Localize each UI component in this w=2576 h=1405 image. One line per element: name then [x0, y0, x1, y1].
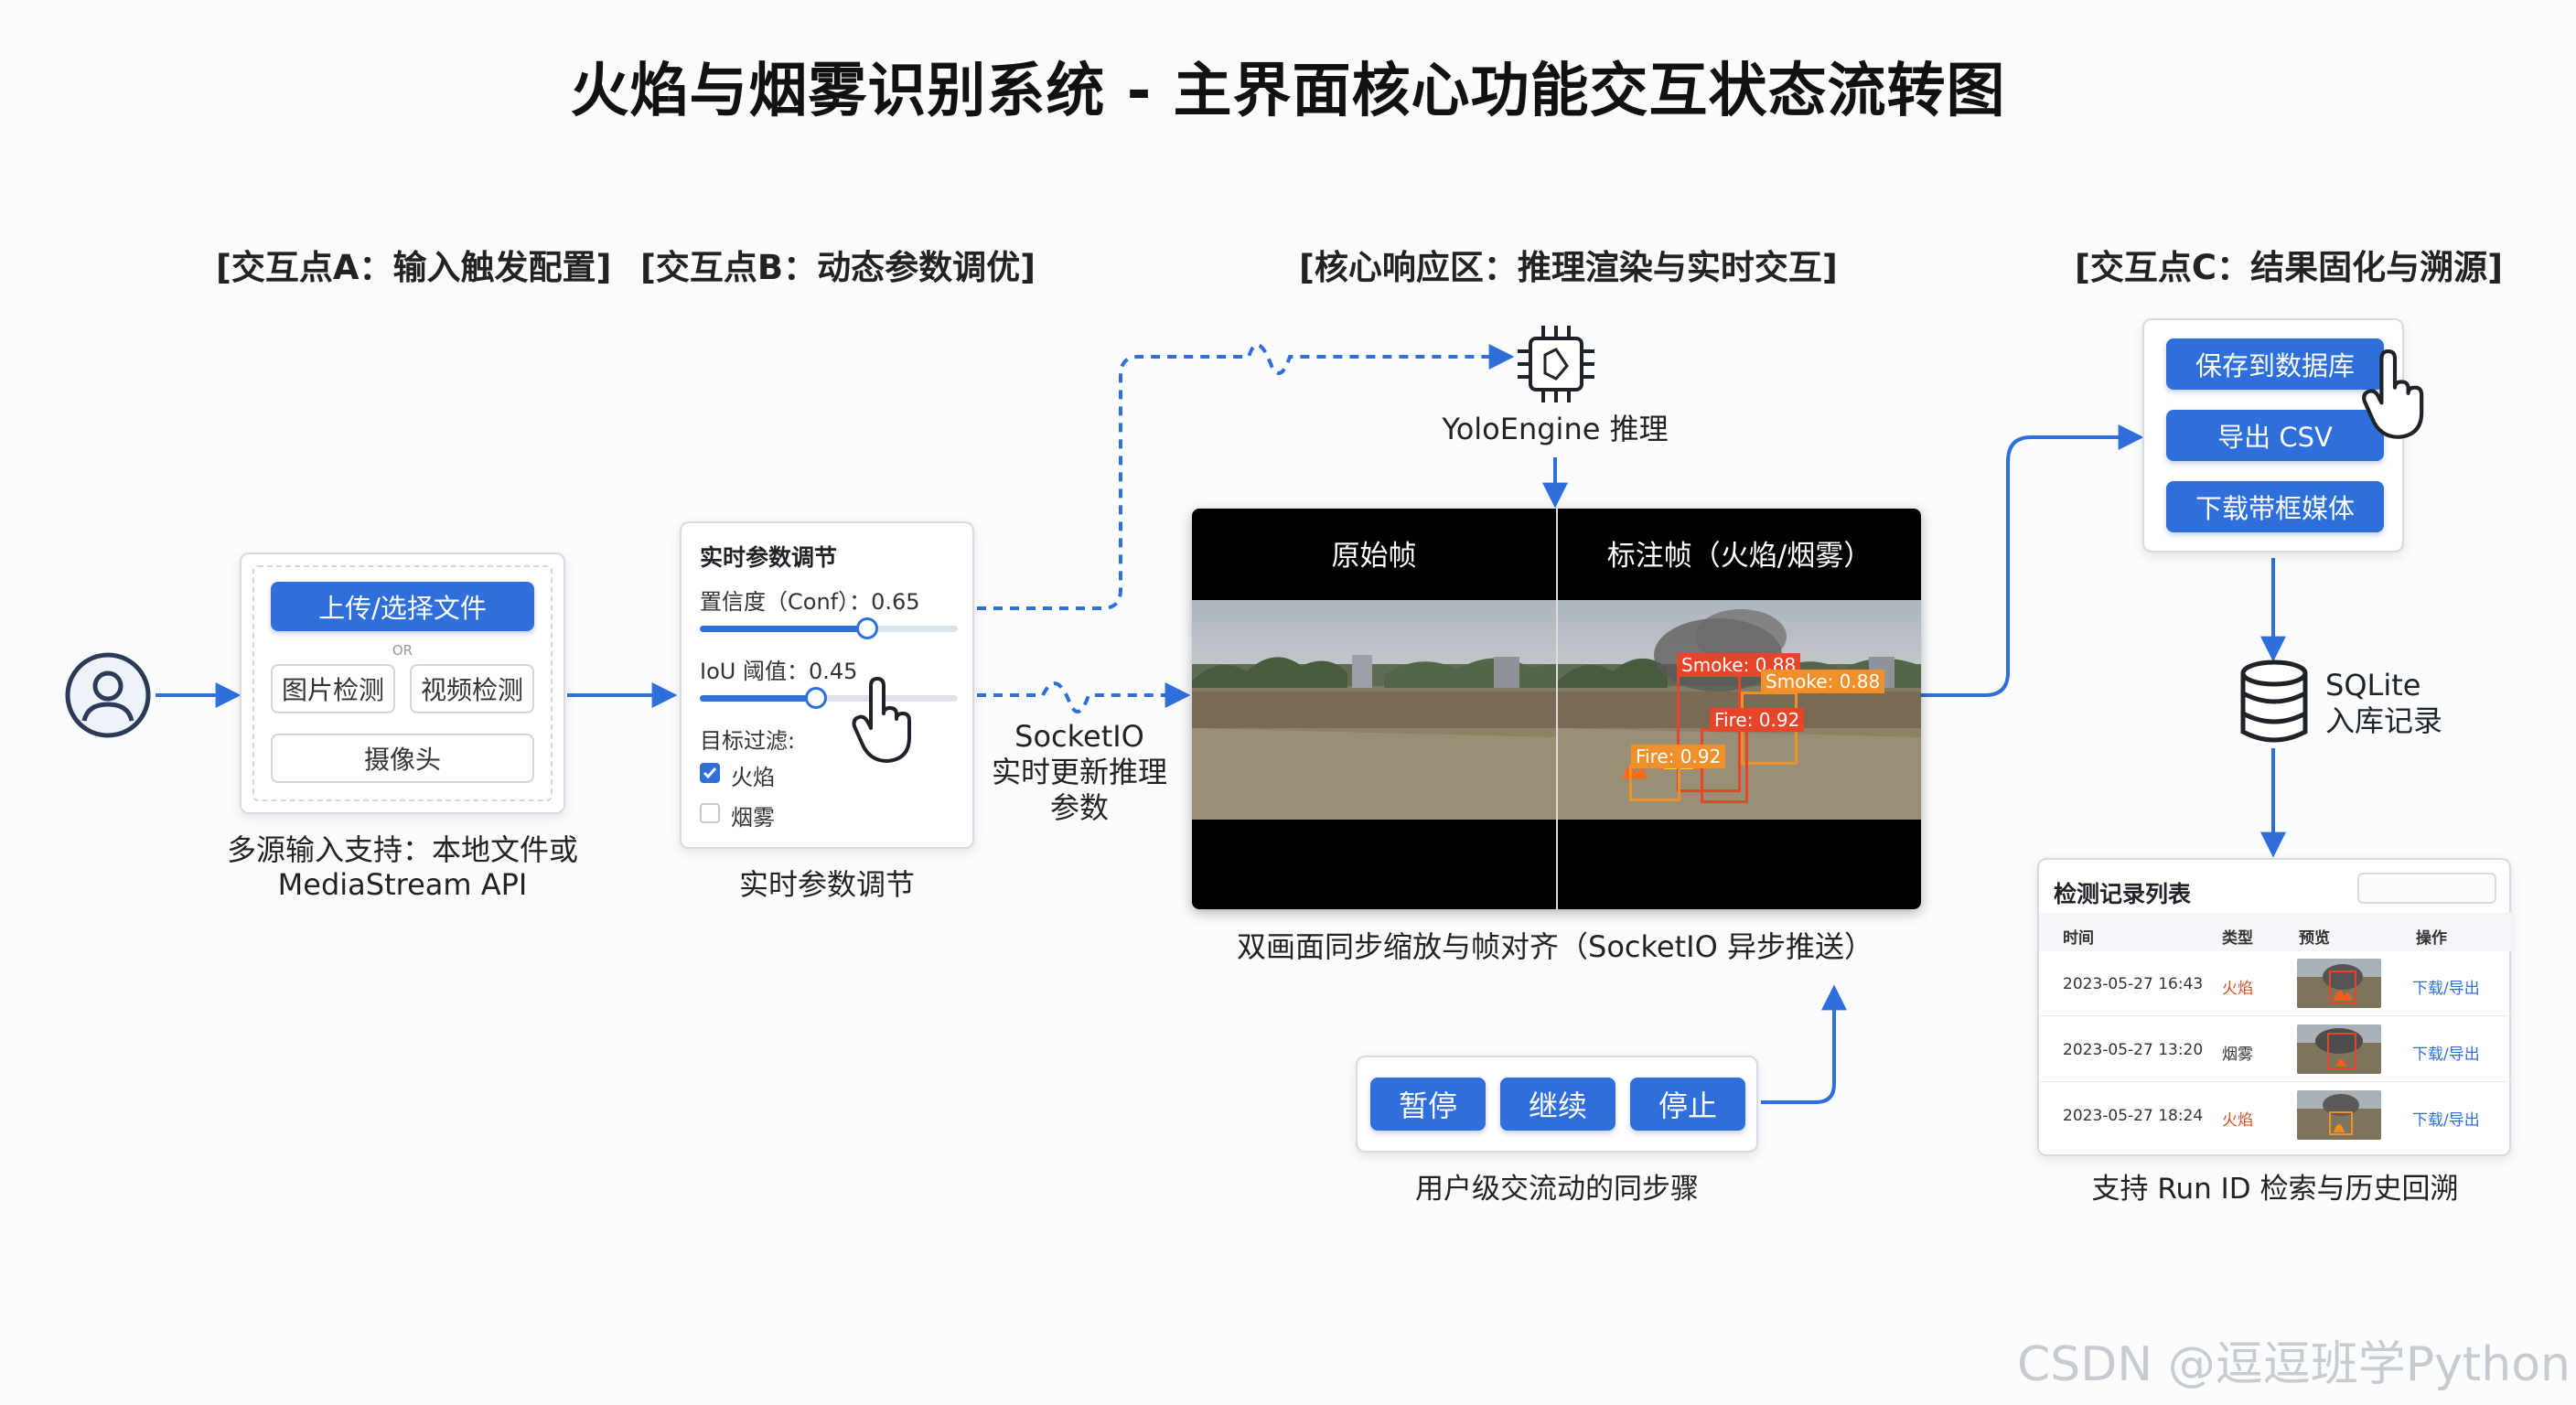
hand-pointer-icon — [2358, 349, 2431, 441]
input-caption: 多源输入支持：本地文件或 MediaStream API — [183, 832, 622, 903]
sqlite-line2: 入库记录 — [2325, 703, 2443, 739]
row-divider — [2039, 1081, 2511, 1082]
detection-label-fire-1: Fire: 0.92 — [1710, 708, 1805, 732]
watermark: CSDN @逗逗班学Python — [2016, 1337, 2571, 1392]
filter-smoke-label: 烟雾 — [731, 805, 775, 831]
chip-icon — [1514, 322, 1598, 406]
heading-interaction-a: [交互点A：输入触发配置] — [216, 248, 612, 287]
arrow-controls-to-viewer — [1761, 984, 1847, 1104]
sqlite-line1: SQLite — [2325, 668, 2421, 702]
heading-core-zone: [核心响应区：推理渲染与实时交互] — [1299, 248, 1838, 287]
row-3-type: 火焰 — [2222, 1111, 2253, 1130]
upload-file-button[interactable]: 上传/选择文件 — [271, 582, 534, 631]
stop-button[interactable]: 停止 — [1630, 1078, 1745, 1131]
row-divider — [2039, 1015, 2511, 1016]
iou-slider-knob[interactable] — [804, 687, 827, 709]
video-detect-button[interactable]: 视频检测 — [410, 664, 534, 713]
filter-fire-checkbox[interactable] — [700, 763, 720, 783]
conf-slider-fill — [700, 626, 868, 632]
viewer-caption: 双画面同步缩放与帧对齐（SocketIO 异步推送） — [1237, 929, 1873, 964]
sqlite-label: SQLite 入库记录 — [2325, 668, 2442, 739]
input-caption-line1: 多源输入支持：本地文件或 — [226, 832, 578, 867]
yolo-engine-label: YoloEngine 推理 — [1442, 412, 1669, 446]
row-3-download-link[interactable]: 下载/导出 — [2412, 1111, 2480, 1130]
viewer-divider — [1556, 509, 1558, 909]
records-col-action: 操作 — [2416, 929, 2447, 948]
records-panel: 检测记录列表 时间 类型 预览 操作 2023-05-27 16:43 火焰 下… — [2037, 858, 2511, 1156]
records-header-row — [2039, 913, 2511, 951]
param-panel-title: 实时参数调节 — [700, 544, 838, 571]
row-2-download-link[interactable]: 下载/导出 — [2412, 1046, 2480, 1064]
conf-slider[interactable] — [700, 617, 958, 639]
arrow-viewer-to-results — [1921, 424, 2144, 697]
filter-label: 目标过滤: — [700, 728, 796, 754]
row-2-preview-image — [2297, 1024, 2381, 1074]
records-col-type: 类型 — [2222, 929, 2253, 948]
row-2-type: 烟雾 — [2222, 1046, 2253, 1064]
results-panel: 保存到数据库 导出 CSV 下载带框媒体 — [2142, 318, 2404, 552]
save-to-database-button[interactable]: 保存到数据库 — [2166, 338, 2384, 390]
original-frame-title: 原始帧 — [1331, 540, 1417, 573]
row-1-type: 火焰 — [2222, 980, 2253, 998]
pause-button[interactable]: 暂停 — [1370, 1078, 1486, 1131]
socketio-line1: SocketIO — [1014, 719, 1144, 754]
hand-cursor-icon — [851, 677, 917, 765]
heading-interaction-b: [交互点B：动态参数调优] — [640, 248, 1036, 287]
param-caption: 实时参数调节 — [738, 867, 915, 902]
stream-controls-panel: 暂停 继续 停止 — [1356, 1056, 1758, 1153]
detection-box-fire-2 — [1629, 765, 1680, 801]
annotated-frame-title: 标注帧（火焰/烟雾） — [1606, 540, 1873, 573]
heading-interaction-c: [交互点C：结果固化与溯源] — [2075, 248, 2503, 287]
socketio-line2: 实时更新推理 — [991, 755, 1167, 790]
row-1-download-link[interactable]: 下载/导出 — [2412, 980, 2480, 998]
row-1-time: 2023-05-27 16:43 — [2063, 975, 2204, 993]
user-icon — [64, 651, 152, 739]
detection-label-fire-2: Fire: 0.92 — [1631, 745, 1726, 768]
records-title: 检测记录列表 — [2054, 881, 2192, 907]
conf-label: 置信度（Conf）：0.65 — [700, 589, 920, 615]
row-1-preview-image — [2297, 959, 2381, 1008]
input-caption-line2: MediaStream API — [277, 867, 528, 903]
controls-caption: 用户级交流动的同步骤 — [1415, 1173, 1699, 1206]
download-media-button[interactable]: 下载带框媒体 — [2166, 481, 2384, 532]
socketio-label: SocketIO 实时更新推理 参数 — [979, 719, 1180, 826]
row-3-preview-image — [2297, 1090, 2381, 1140]
database-icon — [2238, 659, 2311, 746]
or-divider: OR — [392, 642, 413, 659]
records-search-input[interactable] — [2357, 873, 2496, 904]
records-col-time: 时间 — [2063, 929, 2094, 948]
arrow-params-to-viewer — [977, 681, 1191, 713]
records-caption: 支持 Run ID 检索与历史回溯 — [2091, 1173, 2459, 1206]
iou-slider-fill — [700, 695, 816, 702]
filter-smoke-checkbox[interactable] — [700, 803, 720, 823]
socketio-line3: 参数 — [1049, 790, 1109, 826]
detection-label-smoke-2: Smoke: 0.88 — [1761, 670, 1885, 693]
dual-frame-viewer: 原始帧 标注帧（火焰/烟雾） — [1192, 509, 1921, 909]
row-3-time: 2023-05-27 18:24 — [2063, 1107, 2204, 1125]
page-title: 火焰与烟雾识别系统 - 主界面核心功能交互状态流转图 — [570, 58, 2006, 125]
conf-slider-knob[interactable] — [856, 617, 879, 639]
filter-fire-label: 火焰 — [731, 765, 775, 790]
input-panel: 上传/选择文件 OR 图片检测 视频检测 摄像头 — [240, 552, 565, 814]
image-detect-button[interactable]: 图片检测 — [271, 664, 395, 713]
records-col-preview: 预览 — [2299, 929, 2330, 948]
original-frame-image — [1192, 600, 1556, 820]
iou-label: IoU 阈值：0.45 — [700, 659, 858, 684]
param-panel: 实时参数调节 置信度（Conf）：0.65 IoU 阈值：0.45 目标过滤: … — [680, 521, 974, 849]
camera-button[interactable]: 摄像头 — [271, 734, 534, 783]
iou-slider[interactable] — [700, 687, 958, 709]
resume-button[interactable]: 继续 — [1500, 1078, 1615, 1131]
row-2-time: 2023-05-27 13:20 — [2063, 1041, 2204, 1059]
export-csv-button[interactable]: 导出 CSV — [2166, 410, 2384, 461]
